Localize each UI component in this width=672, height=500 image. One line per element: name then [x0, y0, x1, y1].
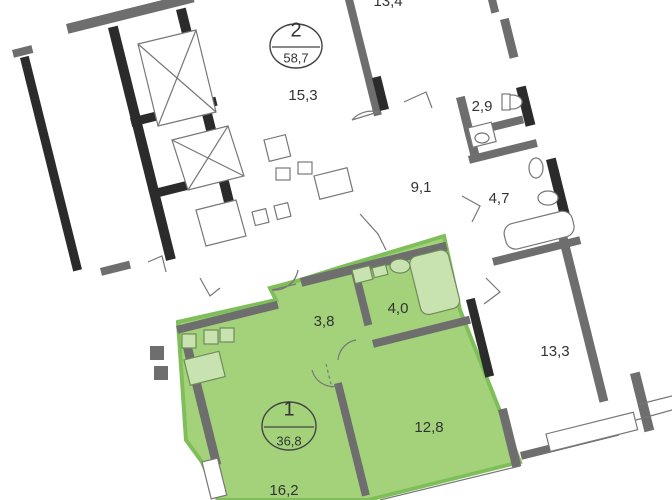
apartment-1-badge[interactable]: 1 36,8	[261, 398, 317, 451]
room-area-12-8: 12,8	[414, 419, 443, 436]
room-area-16-2: 16,2	[269, 482, 298, 499]
windows	[201, 395, 672, 500]
doors	[147, 91, 501, 389]
room-area-13-4: 13,4	[373, 0, 402, 10]
apartment-1-area: 36,8	[276, 433, 301, 448]
room-area-3-8: 3,8	[314, 313, 335, 330]
room-labels: 13,4 15,3 2,9 9,1 4,7 3,8 4,0 13,3 12,8 …	[269, 0, 569, 499]
apartment-2-number: 2	[290, 19, 301, 41]
room-area-9-1: 9,1	[411, 179, 432, 196]
room-area-13-3: 13,3	[540, 343, 569, 360]
room-area-2-9: 2,9	[472, 98, 493, 115]
apartment-2-badge[interactable]: 2 58,7	[269, 19, 323, 69]
room-area-15-3: 15,3	[288, 87, 317, 104]
room-area-4-7: 4,7	[489, 190, 510, 207]
fixtures	[181, 93, 575, 386]
room-area-4-0: 4,0	[388, 300, 409, 317]
apartment-2-area: 58,7	[283, 50, 308, 65]
apartment-1-highlight[interactable]	[175, 233, 523, 500]
apartment-1-number: 1	[283, 398, 294, 420]
elevator-shafts	[137, 29, 247, 247]
